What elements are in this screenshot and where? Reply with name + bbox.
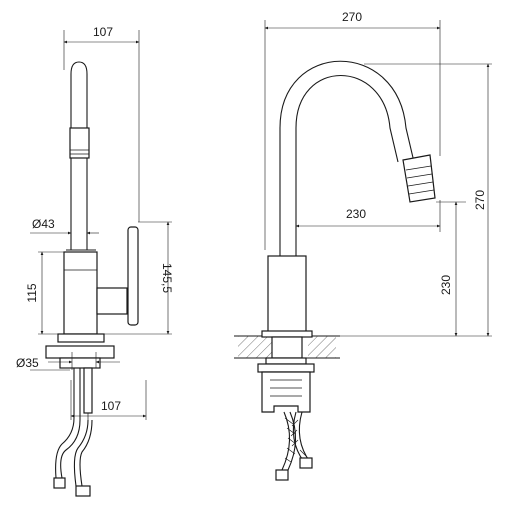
dim-base-diameter: Ø35 bbox=[16, 352, 120, 371]
dim-label-spout-height: 230 bbox=[439, 275, 453, 295]
dim-label-overall-width: 270 bbox=[342, 10, 362, 24]
front-body bbox=[261, 255, 313, 359]
dim-label-base-diameter: Ø35 bbox=[16, 356, 39, 370]
dim-label-overall-height: 270 bbox=[473, 190, 487, 210]
front-fixing bbox=[257, 357, 315, 413]
dim-front-overall-height: 270 bbox=[340, 63, 492, 337]
dim-label-body-height: 115 bbox=[25, 283, 39, 302]
dim-side-bottom-width: 107 bbox=[70, 380, 147, 420]
dim-front-overall-width: 270 bbox=[264, 10, 441, 250]
side-view: 107 Ø43 115 145,5 Ø35 bbox=[16, 25, 174, 497]
front-view: 270 270 230 230 bbox=[234, 10, 492, 481]
dim-label-lever-height: 145,5 bbox=[160, 263, 174, 293]
side-spout bbox=[69, 61, 90, 250]
dim-front-spout-height: 230 bbox=[436, 201, 466, 337]
dim-label-spout-diameter: Ø43 bbox=[32, 217, 55, 231]
dim-side-top-width: 107 bbox=[63, 25, 140, 222]
side-body bbox=[63, 226, 139, 335]
front-hoses bbox=[275, 411, 313, 481]
dim-body-height: 115 bbox=[25, 251, 64, 335]
dim-spout-diameter: Ø43 bbox=[30, 217, 99, 235]
dim-label-bottom-width: 107 bbox=[101, 399, 121, 413]
dim-front-reach: 230 bbox=[295, 200, 441, 232]
front-spout bbox=[279, 60, 436, 258]
dim-label-top-width: 107 bbox=[93, 25, 113, 39]
side-base bbox=[45, 333, 115, 420]
dim-label-reach: 230 bbox=[346, 207, 366, 221]
dim-lever-height: 145,5 bbox=[104, 221, 174, 335]
side-hoses bbox=[53, 368, 93, 497]
